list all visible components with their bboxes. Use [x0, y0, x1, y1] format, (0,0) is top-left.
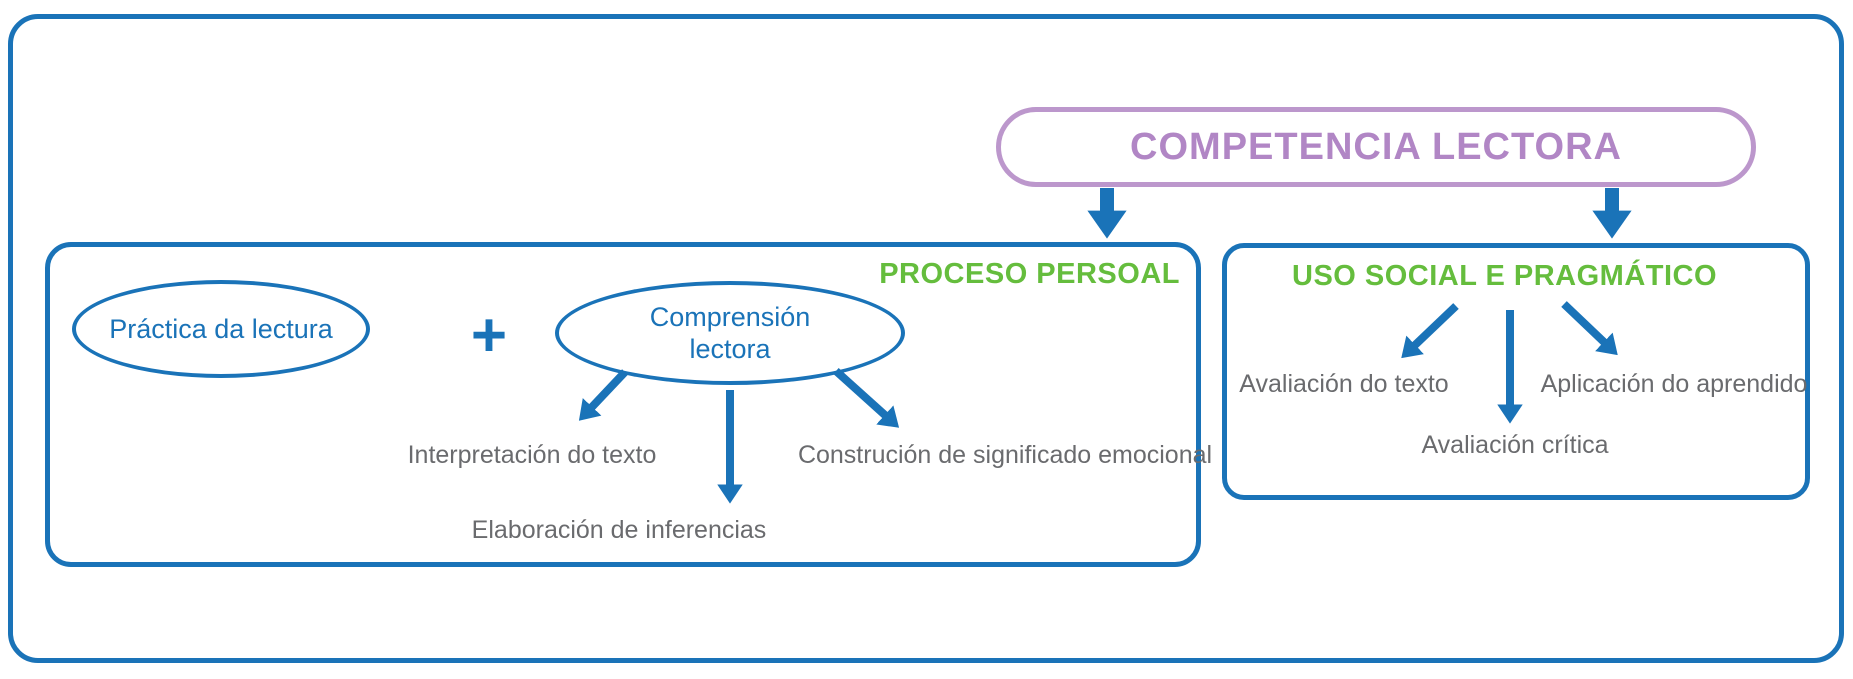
outer-frame: [8, 14, 1844, 663]
outcome-avaliacion-critica: Avaliación crítica: [1421, 431, 1609, 459]
outcome-aplicacion-do-aprendido: Aplicación do aprendido: [1540, 370, 1808, 398]
outcome-avaliacion-do-texto: Avaliación do texto: [1239, 370, 1449, 398]
outcome-interpretacion-do-texto: Interpretación do texto: [407, 441, 657, 469]
practica-da-lectura-node: Práctica da lectura: [72, 280, 370, 378]
comprension-lectora-label: Comprensión lectora: [649, 301, 811, 364]
practica-da-lectura-label: Práctica da lectura: [109, 313, 333, 344]
competencia-lectora-node: COMPETENCIA LECTORA: [996, 107, 1756, 187]
outcome-construcion-significado: Construción de significado emocional: [797, 441, 1213, 469]
uso-social-heading: USO SOCIAL E PRAGMÁTICO: [1292, 260, 1718, 292]
proceso-persoal-box: [45, 242, 1201, 567]
proceso-persoal-heading: PROCESO PERSOAL: [879, 258, 1180, 290]
competencia-lectora-label: COMPETENCIA LECTORA: [1130, 125, 1622, 168]
outcome-elaboracion-de-inferencias: Elaboración de inferencias: [471, 516, 767, 544]
comprension-lectora-node: Comprensión lectora: [555, 281, 905, 385]
plus-sign: +: [470, 300, 508, 370]
uso-social-box: [1222, 243, 1810, 500]
